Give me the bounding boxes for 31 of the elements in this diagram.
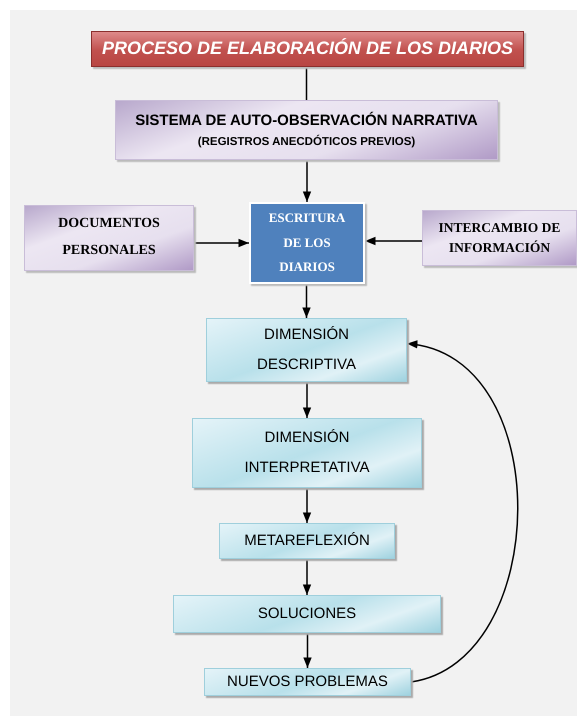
arrow [365, 236, 422, 246]
arrow [302, 488, 312, 523]
process-box [219, 523, 395, 559]
node-text: METAREFLEXIÓN [244, 532, 370, 550]
title-text: PROCESO DE ELABORACIÓN DE LOS DIARIOS [102, 38, 514, 60]
arrow [194, 238, 249, 248]
process-box [204, 668, 411, 696]
node-text: DIMENSIÓN DESCRIPTIVA [256, 325, 357, 375]
process-box [173, 595, 441, 633]
arrow [302, 284, 311, 318]
process-box [24, 205, 194, 271]
arrow [303, 633, 312, 668]
process-box [249, 202, 365, 284]
connector-line [306, 67, 308, 100]
title-box [91, 31, 524, 67]
process-box [206, 318, 407, 382]
node-text: ESCRITURA DE LOS DIARIOS [268, 208, 346, 276]
arrow [302, 559, 312, 595]
node-text: DIMENSIÓN INTERPRETATIVA [243, 428, 370, 478]
process-box [422, 210, 577, 266]
process-box [192, 418, 422, 488]
subtitle-text: (REGISTROS ANECDÓTICOS PREVIOS) [198, 134, 416, 150]
node-text: INTERCAMBIO DE INFORMACIÓN [438, 218, 562, 257]
node-text: NUEVOS PROBLEMAS [227, 673, 388, 691]
process-box [115, 100, 498, 160]
node-text: DOCUMENTOS PERSONALES [57, 215, 161, 260]
arrow [302, 160, 312, 202]
node-text: SOLUCIONES [258, 605, 356, 623]
arrow [302, 382, 312, 418]
node-text: SISTEMA DE AUTO-OBSERVACIÓN NARRATIVA [135, 110, 478, 131]
arrow [406, 342, 518, 683]
